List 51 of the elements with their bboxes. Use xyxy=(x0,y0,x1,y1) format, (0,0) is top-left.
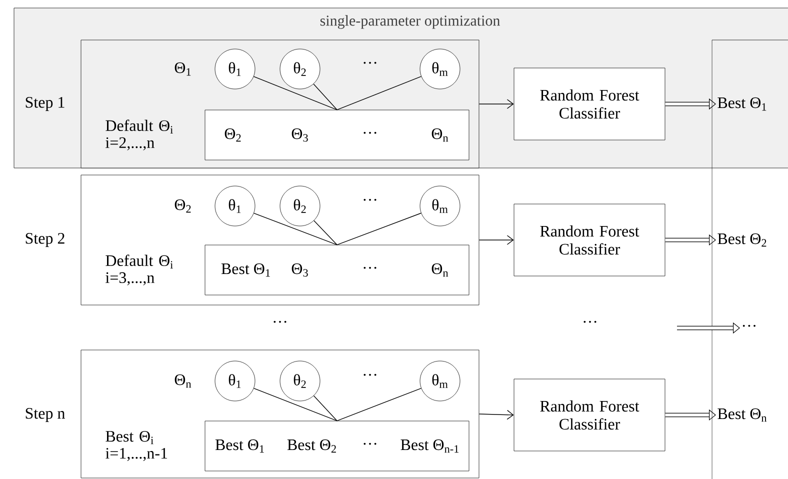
parameter-label: Θ$_{2}$ xyxy=(224,128,241,142)
connector-line xyxy=(254,212,338,246)
step-box xyxy=(80,350,480,478)
parameter-label: Θ$_{3}$ xyxy=(292,263,308,277)
connector-line xyxy=(314,220,338,246)
parameter-label: Θ$_{n}$ xyxy=(432,128,448,142)
arrow xyxy=(478,410,514,420)
parameter-label: ··· xyxy=(364,132,376,134)
classifier-box: Random Forest Classifier xyxy=(514,68,666,140)
connector-line xyxy=(313,84,338,110)
default-label: Default Θ$_{i}$ i=3,...,n xyxy=(106,254,173,286)
connector-line xyxy=(336,388,422,422)
parameter-set-box xyxy=(204,110,470,160)
parameter-label: Θ$_{1}$ xyxy=(174,62,191,76)
parameter-label: ··· xyxy=(364,442,376,445)
default-label: Best Θ$_{i}$ i=1,...,n-1 xyxy=(106,430,168,462)
result-label: Best Θ$_{n}$ xyxy=(716,407,768,423)
connector-line xyxy=(336,212,422,246)
parameter-label: Θ$_{n}$ xyxy=(174,374,192,388)
parameter-label: Θ$_{n}$ xyxy=(432,263,448,277)
result-label: Best Θ$_{1}$ xyxy=(718,97,766,111)
parameter-label: ··· xyxy=(364,266,376,269)
connector-line xyxy=(313,395,338,422)
parameter-label: Best Θ$_{1}$ xyxy=(221,263,270,277)
parameter-label: Θ$_{2}$ xyxy=(174,199,191,213)
parameter-label: Best Θ$_{n-1}$ xyxy=(400,439,459,453)
ellipsis: ··· xyxy=(274,320,286,323)
classifier-box: Random Forest Classifier xyxy=(514,204,666,276)
parameter-label: Best Θ$_{1}$ xyxy=(215,439,264,453)
arrow xyxy=(478,99,514,109)
connector-line xyxy=(253,76,338,110)
result-label: Best Θ$_{2}$ xyxy=(716,232,768,248)
parameter-label: Θ$_{3}$ xyxy=(292,128,308,142)
ellipsis: ··· xyxy=(364,198,376,201)
connector-line xyxy=(336,76,422,110)
step-label: Step 1 xyxy=(26,97,64,111)
result-column xyxy=(712,40,788,479)
arrow xyxy=(478,235,514,245)
step-label: Step 2 xyxy=(26,233,64,247)
default-label: Default Θ$_{i}$ i=2,...,n xyxy=(106,120,173,150)
result-label: ··· xyxy=(740,324,758,332)
classifier-box: Random Forest Classifier xyxy=(514,378,666,452)
parameter-set-box xyxy=(204,420,470,472)
ellipsis: ··· xyxy=(364,62,376,64)
ellipsis: ··· xyxy=(584,320,596,323)
parameter-set-box xyxy=(204,244,470,296)
parameter-label: Best Θ$_{2}$ xyxy=(287,439,336,453)
ellipsis: ··· xyxy=(364,374,376,376)
step-label: Step n xyxy=(26,408,65,422)
step-box xyxy=(80,174,480,306)
connector-line xyxy=(253,388,338,422)
